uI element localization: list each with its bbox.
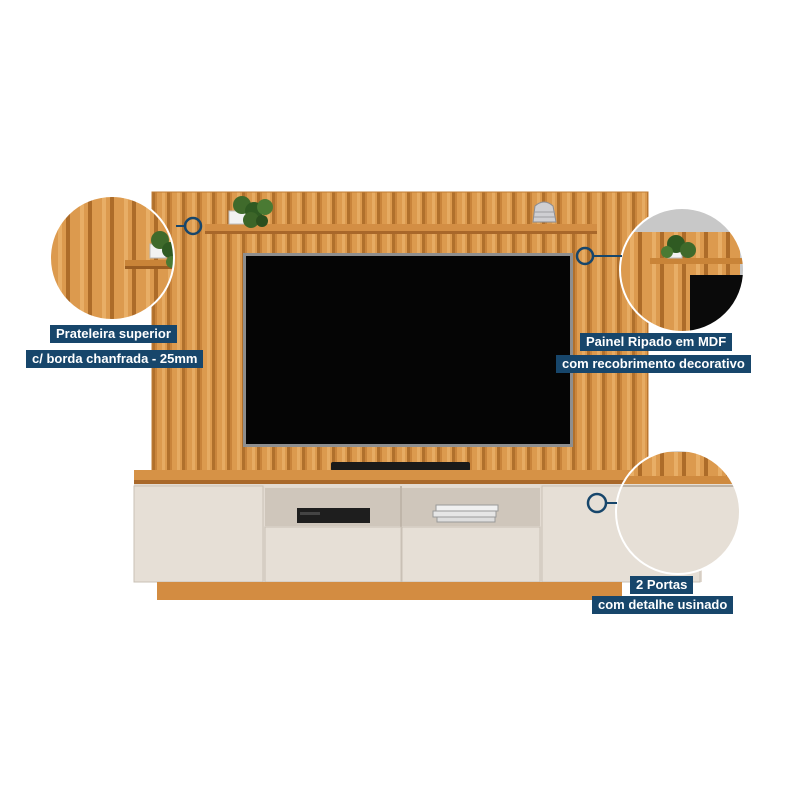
top-shelf: [205, 224, 597, 234]
books-stack: [435, 504, 499, 512]
callout-marker-shelf: [176, 216, 203, 236]
tv-screen: [243, 253, 573, 447]
callout-shelf-line2: c/ borda chanfrada - 25mm: [26, 350, 204, 368]
callout-doors-line1: 2 Portas: [630, 576, 694, 594]
plant-decoration: [228, 196, 273, 228]
zoom-circle-shelf: [49, 195, 175, 321]
callout-marker-panel: [575, 246, 622, 266]
soundbar: [331, 462, 470, 471]
receiver-device: [297, 508, 370, 523]
zoom-circle-doors: [615, 449, 741, 575]
callout-panel-line2: com recobrimento decorativo: [556, 355, 751, 373]
rack-left-door: [133, 485, 264, 583]
rack-drawer-left: [264, 526, 402, 583]
rack-base: [157, 582, 622, 600]
callout-doors-line2: com detalhe usinado: [592, 596, 734, 614]
vase-decoration: [532, 201, 557, 223]
tv-rack: [133, 484, 702, 583]
rack-top-board: [134, 470, 699, 484]
callout-marker-doors: [586, 492, 617, 514]
callout-panel-line1: Painel Ripado em MDF: [580, 333, 733, 351]
callout-shelf-line1: Prateleira superior: [50, 325, 177, 343]
rack-drawer-right: [401, 526, 541, 583]
